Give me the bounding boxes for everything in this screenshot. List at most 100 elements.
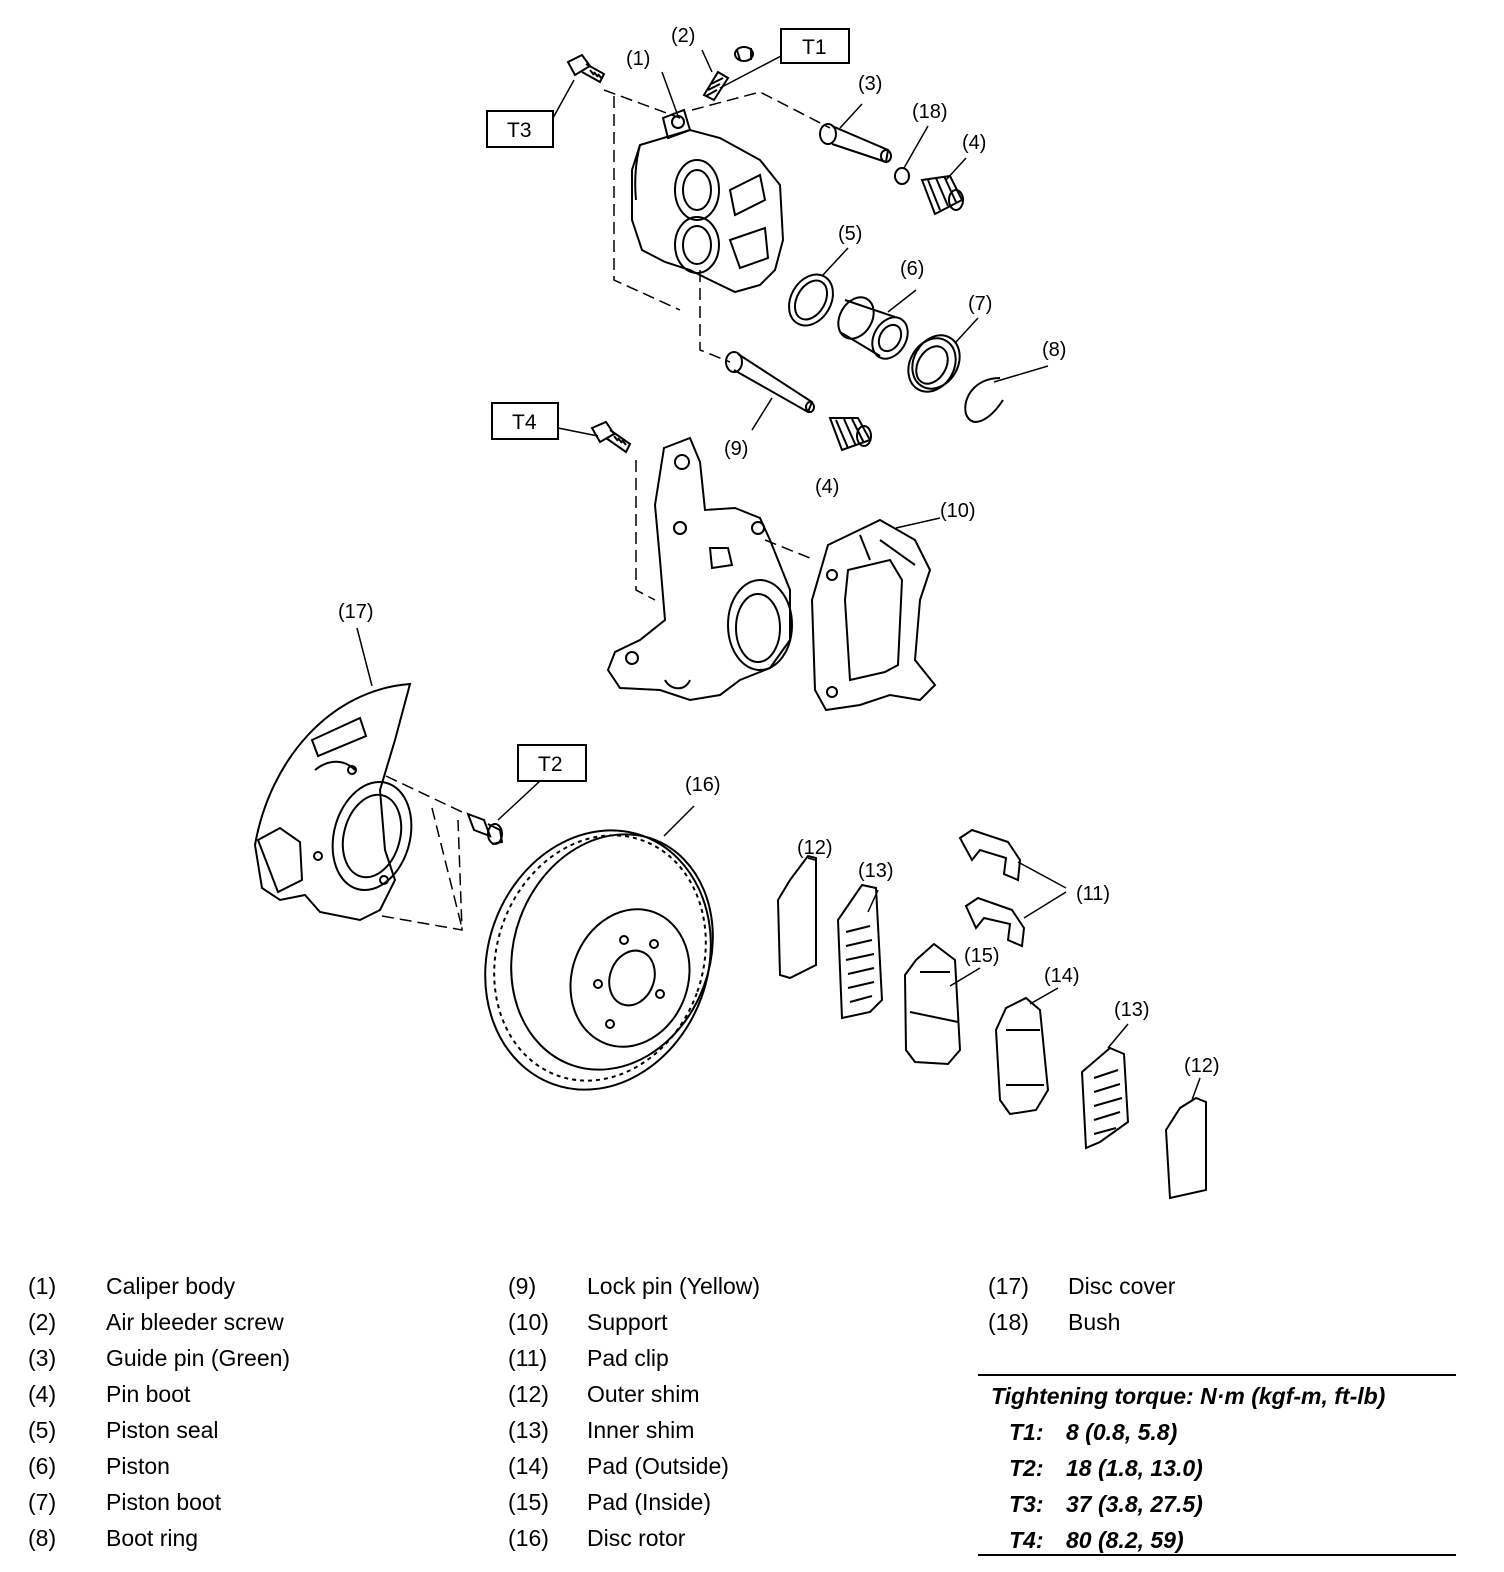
bolt-t2 (466, 812, 504, 845)
callout-4b: (4) (815, 476, 839, 498)
torque-value: 18 (1.8, 13.0) (1066, 1455, 1203, 1481)
boot-ring (964, 377, 1004, 423)
legend-label: Piston seal (106, 1417, 219, 1443)
callout-18: (18) (912, 101, 948, 123)
callout-11: (11) (1076, 883, 1110, 905)
torque-tag-t1-box (780, 28, 850, 64)
legend-label: Pad clip (587, 1345, 669, 1371)
torque-tag-t3: T3 (507, 119, 532, 142)
legend-label: Disc rotor (587, 1525, 686, 1551)
callout-15: (15) (964, 945, 1000, 967)
legend-label: Pin boot (106, 1381, 191, 1407)
callout-2: (2) (671, 25, 695, 47)
callout-12b: (12) (1184, 1055, 1220, 1077)
legend-label: Outer shim (587, 1381, 700, 1407)
torque-key: T1: (1009, 1419, 1044, 1445)
torque-value: 37 (3.8, 27.5) (1066, 1491, 1203, 1517)
legend-label: Boot ring (106, 1525, 199, 1551)
legend-number: (8) (28, 1525, 57, 1551)
legend-label: Bush (1068, 1309, 1121, 1335)
legend-number: (14) (508, 1453, 549, 1479)
legend-label: Pad (Inside) (587, 1489, 712, 1515)
callout-4a: (4) (962, 132, 986, 154)
pad-inside (903, 942, 962, 1066)
legend-number: (7) (28, 1489, 57, 1515)
torque-table-title: Tightening torque: N·m (kgf-m, ft-lb) (991, 1383, 1386, 1409)
callout-17: (17) (338, 601, 374, 623)
torque-tag-t4-box (491, 402, 559, 440)
callout-10: (10) (940, 500, 976, 522)
legend-number: (16) (508, 1525, 549, 1551)
lock-pin (725, 351, 815, 414)
air-bleeder-screw (702, 46, 754, 102)
legend-number: (3) (28, 1345, 57, 1371)
caliper-body (631, 108, 785, 294)
legend-label: Guide pin (Green) (106, 1345, 291, 1371)
legend-label: Piston (106, 1453, 170, 1479)
outer-shim-right (1164, 1096, 1207, 1200)
disc-cover (253, 682, 413, 922)
legend-number: (9) (508, 1273, 537, 1299)
exploded-brake-diagram: (1) (2) (3) (18) (4) (5) (6) (7) (8) (9)… (253, 25, 1220, 1200)
legend-number: (17) (988, 1273, 1029, 1299)
callout-12a: (12) (797, 837, 833, 859)
legend-number: (11) (508, 1345, 548, 1371)
callout-3: (3) (858, 73, 882, 95)
callout-5: (5) (838, 223, 862, 245)
torque-tag-t1: T1 (802, 36, 827, 59)
pin-boot-upper (920, 174, 964, 216)
legend-number: (4) (28, 1381, 57, 1407)
pad-clips (958, 828, 1026, 948)
legend-number: (10) (508, 1309, 549, 1335)
legend-number: (6) (28, 1453, 57, 1479)
disc-rotor (484, 829, 714, 1091)
legend-label: Lock pin (Yellow) (587, 1273, 761, 1299)
torque-table-bottom-rule (978, 1554, 1456, 1556)
guide-pin (819, 123, 892, 164)
piston-seal (788, 273, 834, 327)
support (810, 518, 937, 712)
torque-table-top-rule (978, 1374, 1456, 1376)
torque-tag-t2-box (517, 744, 587, 782)
steering-knuckle (606, 436, 793, 702)
torque-value: 8 (0.8, 5.8) (1066, 1419, 1178, 1445)
callout-13a: (13) (858, 860, 894, 882)
torque-key: T3: (1009, 1491, 1044, 1517)
callout-7: (7) (968, 293, 992, 315)
legend-number: (15) (508, 1489, 549, 1515)
callout-16: (16) (685, 774, 721, 796)
torque-key: T2: (1009, 1455, 1044, 1481)
torque-tag-t3-box (486, 110, 554, 148)
callout-8: (8) (1042, 339, 1066, 361)
callout-13b: (13) (1114, 999, 1150, 1021)
torque-tag-t4: T4 (512, 411, 537, 434)
legend-label: Caliper body (106, 1273, 236, 1299)
inner-shim-left (836, 883, 884, 1020)
torque-key: T4: (1009, 1527, 1044, 1553)
legend-label: Support (587, 1309, 668, 1335)
outer-shim-left (776, 854, 817, 980)
torque-value: 80 (8.2, 59) (1066, 1527, 1184, 1553)
callout-6: (6) (900, 258, 924, 280)
legend-number: (1) (28, 1273, 57, 1299)
bush (894, 167, 910, 185)
inner-shim-right (1080, 1046, 1130, 1150)
callout-9: (9) (724, 438, 748, 460)
callout-14: (14) (1044, 965, 1080, 987)
piston-boot (907, 334, 961, 393)
legend-number: (18) (988, 1309, 1029, 1335)
pad-outside (994, 996, 1050, 1116)
bolt-t3 (566, 53, 606, 84)
legend-label: Pad (Outside) (587, 1453, 729, 1479)
legend-number: (2) (28, 1309, 57, 1335)
legend-label: Air bleeder screw (106, 1309, 284, 1335)
bolt-t4 (590, 420, 632, 454)
legend-label: Disc cover (1068, 1273, 1176, 1299)
piston (837, 296, 909, 360)
torque-tag-t2: T2 (538, 753, 563, 776)
legend-number: (12) (508, 1381, 549, 1407)
callout-1: (1) (626, 48, 650, 70)
legend-number: (13) (508, 1417, 549, 1443)
legend-label: Inner shim (587, 1417, 695, 1443)
legend-label: Piston boot (106, 1489, 222, 1515)
